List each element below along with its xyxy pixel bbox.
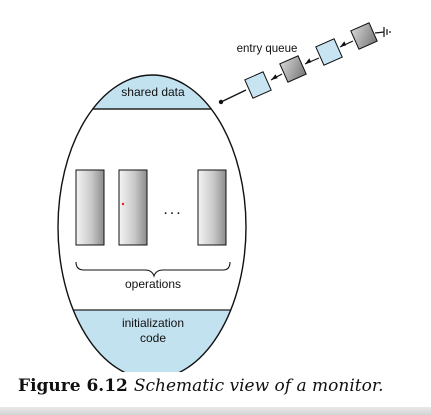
queue-process-4 [350, 22, 378, 50]
queue-link-0 [220, 89, 247, 103]
monitor-diagram: shared data ... operations initializatio… [57, 22, 391, 372]
queue-arrow-3 [340, 41, 347, 47]
operation-box-2 [118, 169, 148, 246]
figure-caption-text: Schematic view of a monitor. [133, 376, 384, 396]
initialization-code-label: code [140, 331, 166, 345]
initialization-label: initialization [122, 316, 184, 330]
entry-queue-label: entry queue [237, 43, 298, 55]
operation-marker [121, 202, 125, 206]
shared-data-label: shared data [121, 85, 185, 99]
queue-process-1 [244, 71, 272, 99]
operation-box-1 [75, 169, 105, 246]
monitor-outline [57, 74, 247, 372]
queue-link-end [374, 31, 385, 34]
operations-label: operations [125, 277, 181, 291]
operations-ellipsis: ... [163, 201, 182, 218]
operation-box-last [197, 169, 227, 246]
figure-number: Figure 6.12 [18, 376, 128, 396]
queue-ground-icon [383, 27, 391, 37]
queue-process-3 [315, 38, 343, 66]
queue-process-2 [279, 55, 307, 83]
bottom-rule [0, 407, 431, 415]
entry-queue [218, 22, 391, 105]
queue-arrow-2 [305, 58, 312, 64]
operations-brace [75, 261, 231, 278]
queue-arrow-1 [271, 74, 278, 80]
queue-anchor-dot [218, 99, 224, 105]
